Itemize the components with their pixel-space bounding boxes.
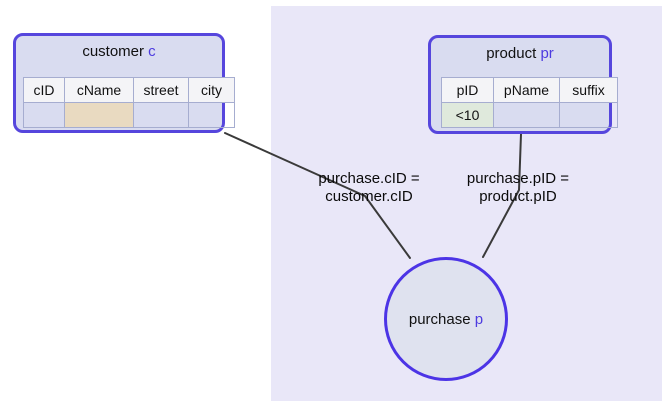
customer-node-title: customer c [16, 36, 222, 60]
product-attributes-table: pID pName suffix <10 [441, 77, 618, 128]
join-label-line: purchase.pID = [466, 170, 570, 187]
edge-customer-purchase[interactable] [224, 132, 411, 259]
cell-pid-header[interactable]: pID [441, 77, 494, 103]
cell-pname-header[interactable]: pName [493, 77, 560, 103]
customer-name: customer [82, 43, 144, 60]
cell-pid-condition[interactable]: <10 [441, 102, 494, 128]
customer-alias: c [148, 43, 156, 60]
product-header-row: pID pName suffix [441, 77, 618, 103]
customer-table-node[interactable]: customer c cID cName street city [13, 33, 235, 133]
cell-cid-condition[interactable] [23, 102, 65, 128]
cell-city-condition[interactable] [188, 102, 235, 128]
purchase-name: purchase [408, 310, 471, 328]
join-label-line: purchase.cID = [318, 170, 420, 187]
cell-suffix-condition[interactable] [559, 102, 618, 128]
product-condition-row: <10 [441, 102, 618, 128]
product-name: product [486, 45, 537, 62]
cell-cname-header[interactable]: cName [64, 77, 134, 103]
edge-product-purchase[interactable] [482, 133, 522, 258]
customer-condition-row [23, 102, 235, 128]
cell-cname-condition[interactable] [64, 102, 134, 128]
cell-street-header[interactable]: street [133, 77, 189, 103]
purchase-relation-node[interactable]: purchase p [384, 257, 508, 381]
customer-header-row: cID cName street city [23, 77, 235, 103]
join-label-line: product.pID [479, 188, 557, 205]
cell-street-condition[interactable] [133, 102, 189, 128]
join-label-line: customer.cID [325, 188, 413, 205]
product-table-node[interactable]: product pr pID pName suffix <10 [428, 35, 618, 134]
cell-cid-header[interactable]: cID [23, 77, 65, 103]
product-alias: pr [540, 45, 554, 62]
cell-city-header[interactable]: city [188, 77, 235, 103]
customer-attributes-table: cID cName street city [23, 77, 235, 128]
product-node-title: product pr [431, 38, 609, 62]
cell-pname-condition[interactable] [493, 102, 560, 128]
purchase-node-title: purchase p [409, 311, 483, 328]
join-label-customer-purchase[interactable]: purchase.cID = customer.cID [284, 170, 454, 206]
join-label-product-purchase[interactable]: purchase.pID = product.pID [433, 170, 603, 206]
purchase-alias: p [474, 310, 484, 328]
cell-suffix-header[interactable]: suffix [559, 77, 618, 103]
